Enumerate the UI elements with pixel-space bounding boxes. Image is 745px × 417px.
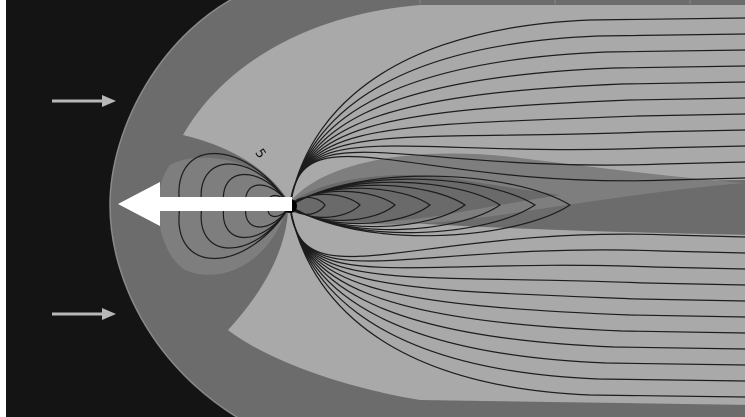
solar-wind-arrow-top bbox=[52, 95, 116, 107]
field-line-tail-loop bbox=[289, 184, 467, 228]
field-lines bbox=[178, 17, 745, 398]
field-line-tail-loop bbox=[289, 175, 572, 237]
inner-tail-region bbox=[288, 175, 560, 222]
field-line-tail-loop bbox=[289, 190, 396, 222]
field-line-tail-loop bbox=[289, 178, 537, 234]
left-margin bbox=[0, 0, 6, 417]
field-line-lower-lobe bbox=[289, 205, 745, 258]
field-line-upper-lobe bbox=[289, 155, 745, 207]
solar-wind-arrows bbox=[52, 95, 116, 320]
solar-wind-arrow-bottom bbox=[52, 308, 116, 320]
field-line-tail-loop bbox=[289, 187, 432, 225]
bow-shock-edge bbox=[109, 0, 239, 417]
upper-lobe-region bbox=[183, 5, 745, 200]
top-tick-marks bbox=[419, 0, 691, 4]
field-line-tail-loop bbox=[289, 181, 502, 231]
dipole-axis-arrow bbox=[118, 182, 292, 226]
